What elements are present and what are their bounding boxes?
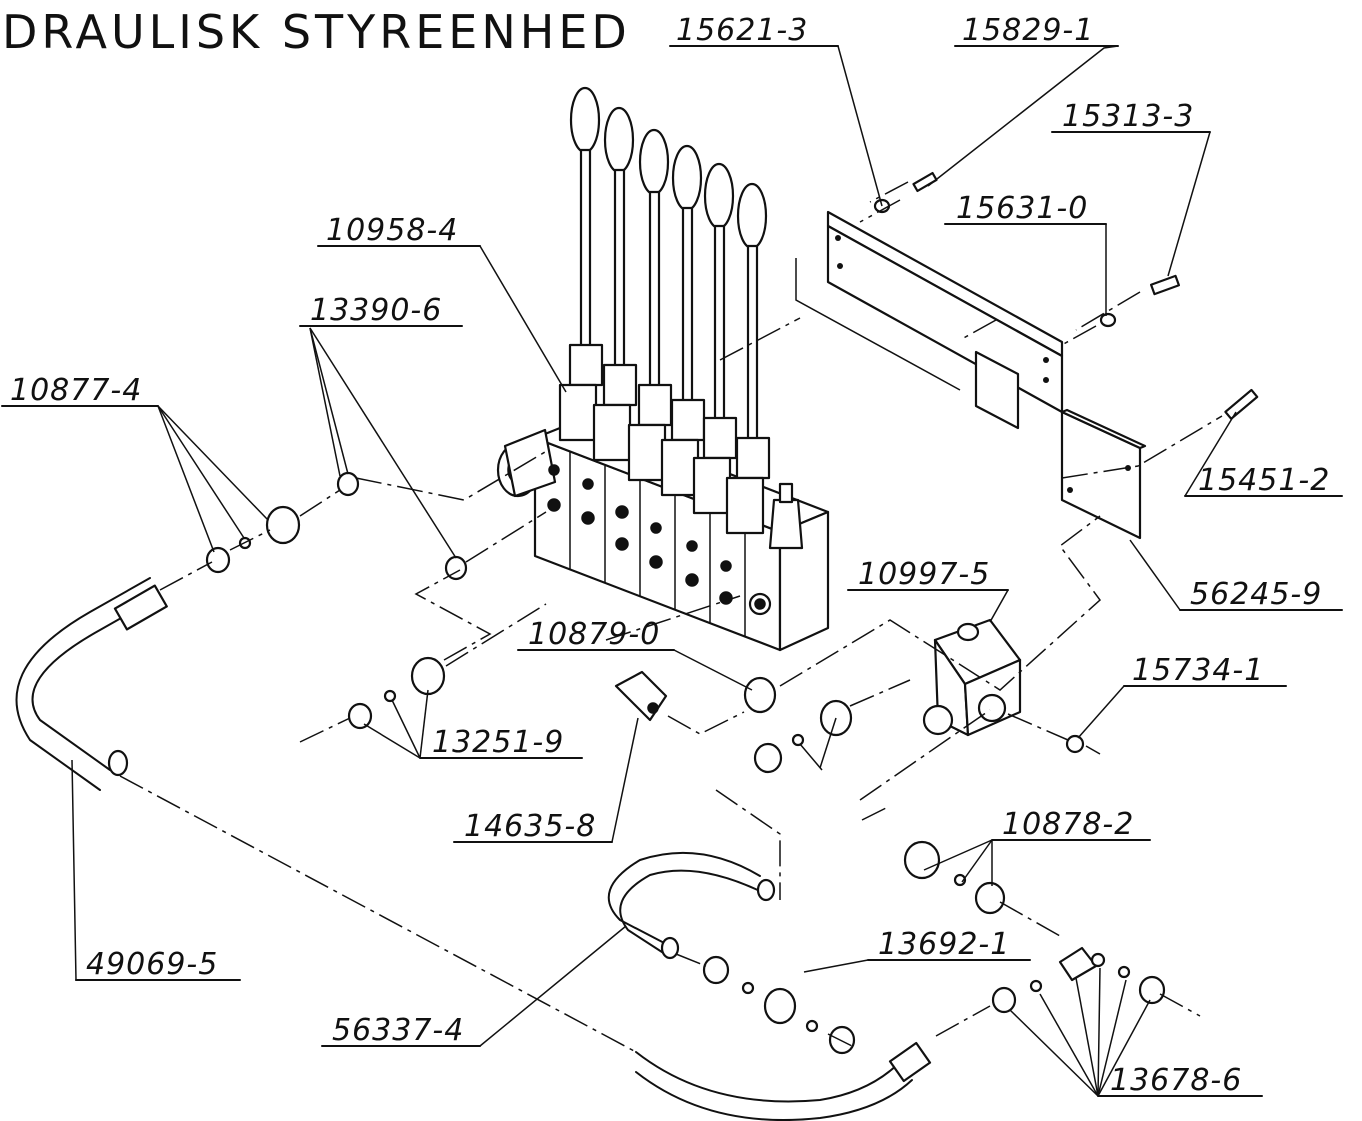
part-label-10877-4: 10877-4: [1, 373, 159, 408]
svg-text:15451-2: 15451-2: [1198, 463, 1330, 498]
part-label-14635-8: 14635-8: [453, 809, 613, 844]
fitting-group-13692-1: [702, 955, 856, 1055]
diagram-title: DRAULISK STYREENHED: [2, 5, 631, 59]
screw-15829-1: [912, 171, 938, 193]
part-label-10997-5: 10997-5: [847, 557, 1009, 592]
hose-49069-5: [15, 577, 932, 1121]
part-label-15734-1: 15734-1: [1123, 653, 1287, 688]
svg-text:49069-5: 49069-5: [86, 947, 218, 982]
svg-text:15734-1: 15734-1: [1132, 653, 1264, 688]
svg-text:13251-9: 13251-9: [432, 725, 564, 760]
svg-text:15829-1: 15829-1: [962, 13, 1094, 48]
svg-text:10877-4: 10877-4: [10, 373, 142, 408]
part-label-56337-4: 56337-4: [321, 1013, 481, 1048]
part-label-49069-5: 49069-5: [75, 947, 241, 982]
svg-text:10878-2: 10878-2: [1002, 807, 1134, 842]
svg-text:56245-9: 56245-9: [1190, 577, 1322, 612]
part-label-15451-2: 15451-2: [1184, 463, 1343, 498]
part-label-15829-1: 15829-1: [954, 13, 1119, 48]
bolt-15313-3: [1149, 274, 1181, 296]
control-levers: [558, 86, 771, 535]
o-rings: [336, 471, 468, 581]
svg-text:15631-0: 15631-0: [956, 191, 1088, 226]
mounting-bracket: [795, 210, 1147, 540]
fitting-group-10878-2: [753, 699, 1006, 915]
lever-2: [592, 106, 638, 462]
fitting-group-13251-9: [347, 656, 446, 730]
svg-text:10958-4: 10958-4: [326, 213, 458, 248]
lever-5: [692, 162, 738, 515]
part-label-13251-9: 13251-9: [419, 725, 583, 760]
leader-lines: [71, 45, 1237, 1097]
part-label-15621-3: 15621-3: [669, 13, 839, 48]
part-label-15313-3: 15313-3: [1051, 99, 1211, 134]
svg-text:15621-3: 15621-3: [676, 13, 808, 48]
elbow-14635-8: [614, 670, 668, 722]
fitting-group-13678-6: [991, 946, 1166, 1014]
pipe-56337-4: [607, 851, 776, 960]
lever-3: [627, 128, 673, 482]
lever-6: [725, 182, 771, 535]
assembly-lines: [119, 181, 1223, 1053]
svg-text:10879-0: 10879-0: [528, 617, 660, 652]
svg-text:56337-4: 56337-4: [332, 1013, 464, 1048]
nut-15734-1: [1065, 734, 1085, 754]
part-label-15631-0: 15631-0: [944, 191, 1107, 226]
svg-text:10997-5: 10997-5: [858, 557, 990, 592]
lever-1: [558, 86, 604, 442]
flow-divider-10997-5: [922, 618, 1022, 737]
svg-text:14635-8: 14635-8: [464, 809, 596, 844]
lever-4: [660, 144, 706, 497]
svg-text:15313-3: 15313-3: [1062, 99, 1194, 134]
bolt-15451-2: [1224, 388, 1259, 420]
part-label-10878-2: 10878-2: [991, 807, 1151, 842]
part-label-13692-1: 13692-1: [867, 927, 1031, 962]
svg-text:13390-6: 13390-6: [310, 293, 442, 328]
part-label-13678-6: 13678-6: [1097, 1063, 1263, 1098]
part-label-10958-4: 10958-4: [317, 213, 481, 248]
part-label-10879-0: 10879-0: [517, 617, 675, 652]
fitting-10879-0: [743, 676, 777, 714]
part-label-13390-6: 13390-6: [299, 293, 463, 328]
washer-15631-0: [1099, 312, 1117, 328]
fitting-group-10877-4: [205, 505, 301, 574]
part-label-56245-9: 56245-9: [1179, 577, 1343, 612]
svg-text:13692-1: 13692-1: [878, 927, 1010, 962]
svg-text:13678-6: 13678-6: [1110, 1063, 1242, 1098]
